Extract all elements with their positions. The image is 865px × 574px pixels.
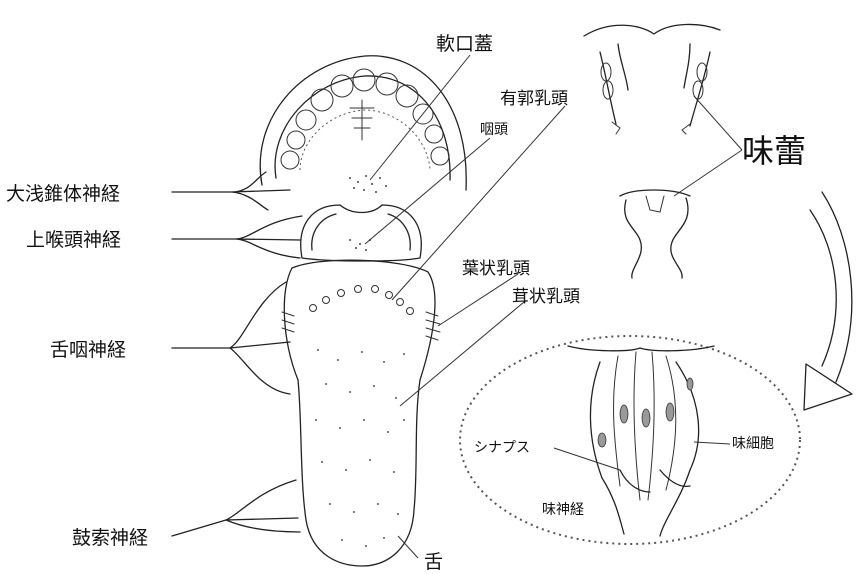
label-taste-nerve: 味神経 [542,502,584,518]
fungiform-papilla-section [620,190,690,278]
label-circumvallate-papillae: 有郭乳頭 [500,89,568,109]
nerve-branches [172,172,302,536]
label-superior-laryngeal-nerve: 上喉頭神経 [26,229,121,251]
inset-leader-lines [554,442,730,470]
upper-jaw-illustration [260,56,466,193]
label-glossopharyngeal-nerve: 舌咽神経 [50,339,126,361]
label-foliate-papillae: 葉状乳頭 [462,259,530,279]
label-synapse: シナプス [474,440,530,456]
label-tongue: 舌 [424,551,443,573]
label-taste-cell: 味細胞 [732,436,774,452]
label-fungiform-papillae: 茸状乳頭 [512,287,580,307]
pharynx-illustration [301,205,422,261]
label-taste-bud: 味蕾 [742,132,806,170]
label-pharynx: 咽頭 [480,122,508,138]
circumvallate-papilla-section [584,24,720,134]
label-chorda-tympani: 鼓索神経 [72,527,148,549]
label-soft-palate: 軟口蓋 [436,33,493,55]
curved-arrow [804,192,852,410]
tongue-illustration [282,260,440,566]
taste-bud-illustration [568,346,714,536]
label-greater-petrosal-nerve: 大浅錐体神経 [6,183,120,205]
